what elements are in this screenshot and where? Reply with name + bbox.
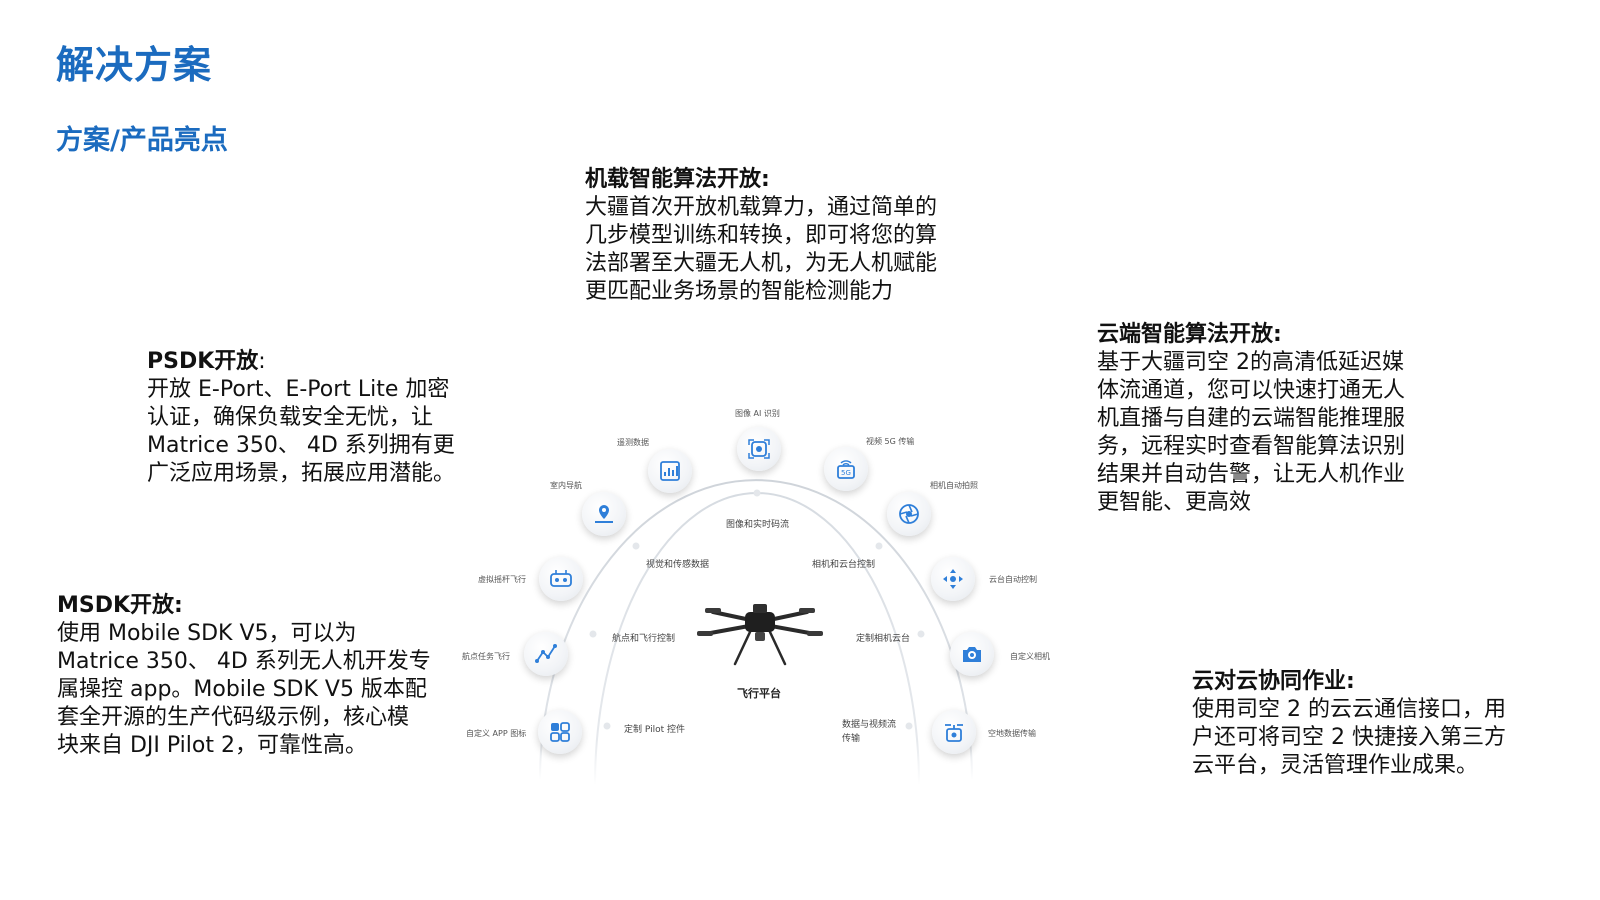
svg-text:5G: 5G (841, 469, 851, 477)
inner-label: 传输 (842, 734, 861, 744)
onboard-algorithm-block: 机载智能算法开放: 大疆首次开放机载算力，通过简单的 几步模型训练和转换，即可将… (585, 166, 937, 306)
node-label: 自定义 APP 图标 (466, 729, 527, 738)
cloud-algorithm-line: 结果并自动告警，让无人机作业 (1097, 462, 1406, 487)
msdk-line: Matrice 350、 4D 系列无人机开发专 (57, 649, 431, 674)
psdk-heading: PSDK开放 (147, 349, 259, 374)
psdk-line: Matrice 350、 4D 系列拥有更 (147, 433, 455, 458)
virtual-joystick-icon (539, 557, 583, 601)
page-subtitle: 方案/产品亮点 (56, 125, 228, 156)
indoor-navigation-icon (582, 492, 626, 536)
node-label: 室内导航 (550, 481, 582, 490)
psdk-line: 认证，确保负载安全无忧，让 (147, 405, 434, 430)
inner-label: 定制相机云台 (856, 634, 911, 644)
psdk-heading-colon: : (258, 349, 266, 374)
cloud-to-cloud-line: 云平台，灵活管理作业成果。 (1192, 753, 1479, 778)
onboard-algorithm-line: 几步模型训练和转换，即可将您的算 (585, 223, 938, 248)
page-title: 解决方案 (56, 43, 213, 87)
custom-camera-icon (950, 632, 994, 676)
node-label: 自定义相机 (1010, 652, 1050, 661)
msdk-heading: MSDK开放: (57, 593, 183, 618)
flight-platform-label: 飞行平台 (737, 687, 781, 700)
cloud-algorithm-line: 体流通道，您可以快速打通无人 (1097, 378, 1406, 403)
cloud-algorithm-block: 云端智能算法开放: 基于大疆司空 2的高清低延迟媒 体流通道，您可以快速打通无人… (1097, 321, 1405, 517)
cloud-algorithm-line: 基于大疆司空 2的高清低延迟媒 (1097, 350, 1404, 375)
cloud-algorithm-line: 务，远程实时查看智能算法识别 (1097, 434, 1406, 459)
cloud-to-cloud-block: 云对云协同作业: 使用司空 2 的云云通信接口，用 户还可将司空 2 快捷接入第… (1192, 668, 1506, 780)
ai-recognition-icon (737, 427, 781, 471)
platform-diagram: 5G 图像 AI 识别 遥测数据 视频 5G 传输 室内导航 相机自动拍照 虚拟… (440, 400, 1100, 800)
msdk-line: 使用 Mobile SDK V5，可以为 (57, 621, 357, 646)
waypoint-mission-icon (524, 632, 568, 676)
air-ground-data-icon (932, 710, 976, 754)
onboard-algorithm-line: 更匹配业务场景的智能检测能力 (585, 279, 894, 304)
psdk-line: 开放 E-Port、E-Port Lite 加密 (147, 377, 450, 402)
msdk-line: 块来自 DJI Pilot 2，可靠性高。 (57, 733, 367, 758)
inner-label: 航点和飞行控制 (612, 634, 676, 644)
node-label: 航点任务飞行 (462, 652, 510, 661)
onboard-algorithm-line: 法部署至大疆无人机，为无人机赋能 (585, 251, 938, 276)
psdk-block: PSDK开放: 开放 E-Port、E-Port Lite 加密 认证，确保负载… (147, 348, 455, 488)
cloud-algorithm-heading: 云端智能算法开放: (1097, 322, 1282, 347)
5g-transmission-icon: 5G (824, 447, 868, 491)
msdk-line: 套全开源的生产代码级示例，核心模 (57, 705, 410, 730)
cloud-to-cloud-line: 使用司空 2 的云云通信接口，用 (1192, 697, 1506, 722)
telemetry-chart-icon (648, 449, 692, 493)
node-label: 虚拟摇杆飞行 (478, 575, 526, 584)
camera-shutter-icon (887, 492, 931, 536)
gimbal-control-icon (931, 557, 975, 601)
inner-label: 视觉和传感数据 (646, 560, 710, 570)
inner-label: 定制 Pilot 控件 (624, 725, 685, 735)
onboard-algorithm-line: 大疆首次开放机载算力，通过简单的 (585, 195, 938, 220)
node-label: 云台自动控制 (989, 575, 1037, 584)
node-label: 相机自动拍照 (930, 481, 978, 490)
msdk-block: MSDK开放: 使用 Mobile SDK V5，可以为 Matrice 350… (57, 592, 431, 760)
node-label: 视频 5G 传输 (866, 437, 915, 446)
node-label: 遥测数据 (617, 438, 649, 447)
node-label: 图像 AI 识别 (735, 409, 780, 418)
custom-app-icon (538, 710, 582, 754)
inner-label: 图像和实时码流 (726, 520, 790, 530)
diagram-arcs (539, 479, 973, 786)
cloud-to-cloud-line: 户还可将司空 2 快捷接入第三方 (1192, 725, 1506, 750)
psdk-line: 广泛应用场景，拓展应用潜能。 (147, 461, 456, 486)
inner-label: 数据与视频流 (842, 720, 897, 730)
drone-image (697, 604, 823, 666)
inner-label: 相机和云台控制 (812, 560, 876, 570)
msdk-line: 属操控 app。Mobile SDK V5 版本配 (57, 677, 427, 702)
cloud-algorithm-line: 更智能、更高效 (1097, 490, 1252, 515)
cloud-algorithm-line: 机直播与自建的云端智能推理服 (1097, 406, 1406, 431)
node-label: 空地数据传输 (988, 729, 1036, 738)
cloud-to-cloud-heading: 云对云协同作业: (1192, 669, 1355, 694)
onboard-algorithm-heading: 机载智能算法开放: (585, 167, 770, 192)
